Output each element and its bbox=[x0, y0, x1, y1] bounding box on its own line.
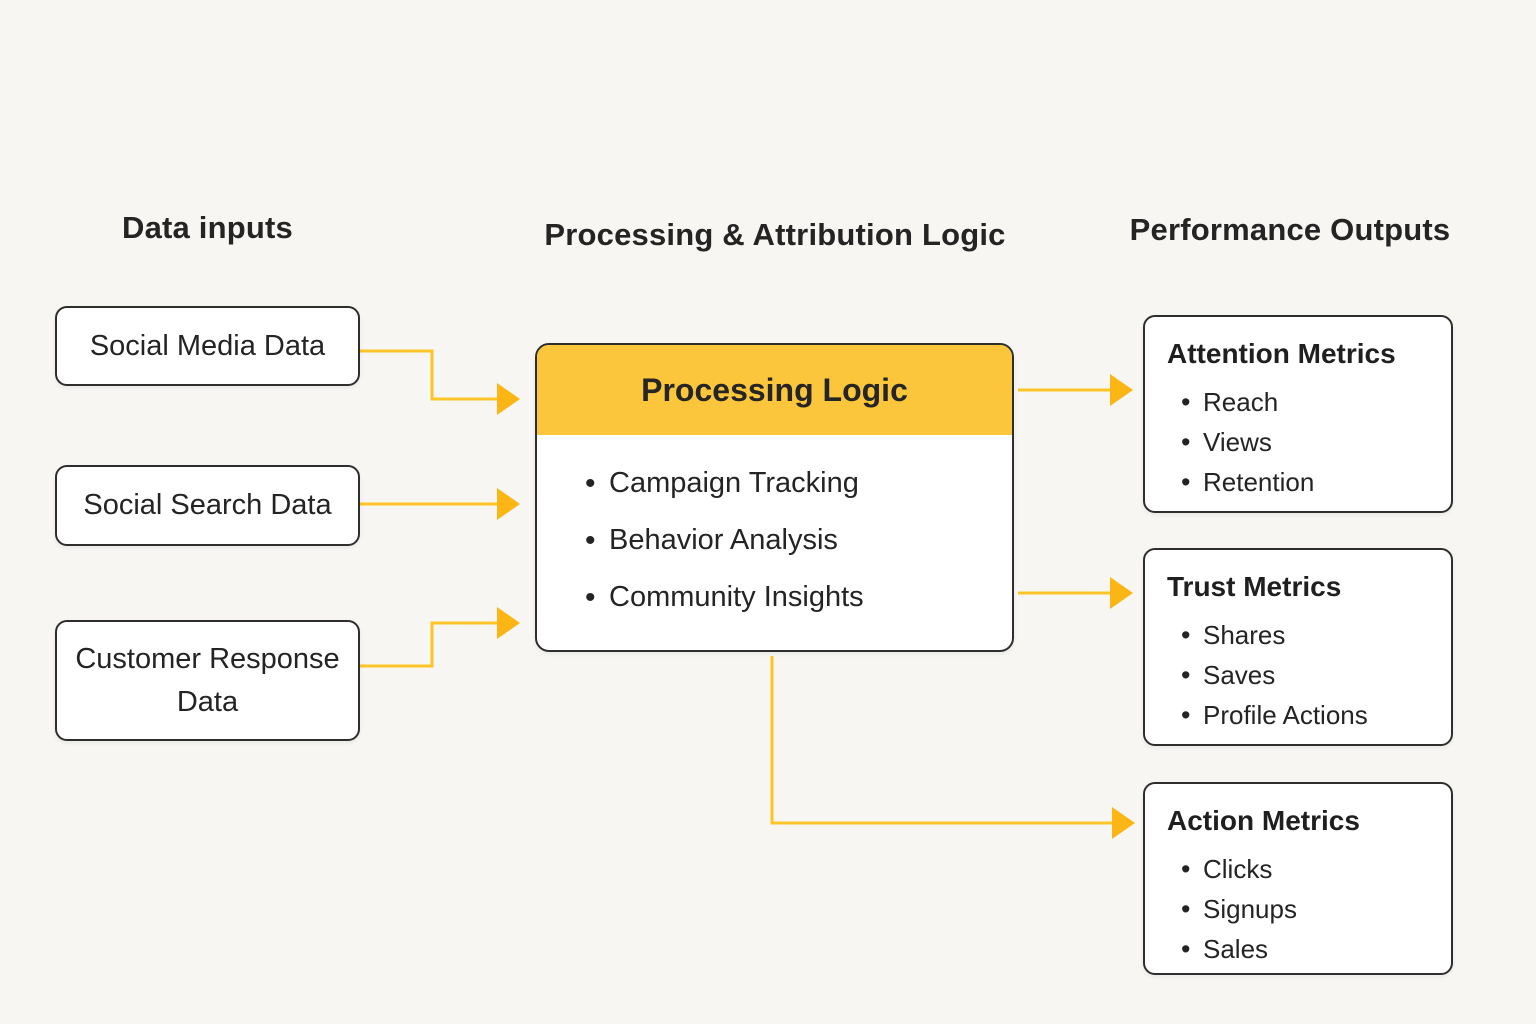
node-trust-metrics: Trust Metrics Shares Saves Profile Actio… bbox=[1143, 548, 1453, 746]
connector-social-media-to-processing bbox=[360, 349, 520, 415]
node-social-media-data: Social Media Data bbox=[55, 306, 360, 386]
arrowhead-icon bbox=[497, 607, 520, 639]
list-item: Views bbox=[1181, 422, 1435, 462]
trust-metrics-item-list: Shares Saves Profile Actions bbox=[1167, 615, 1435, 735]
list-item: Shares bbox=[1181, 615, 1435, 655]
node-label: Social Media Data bbox=[89, 329, 326, 362]
node-social-search-data: Social Search Data bbox=[55, 465, 360, 546]
node-label: Customer Response Data bbox=[75, 643, 340, 718]
list-item: Campaign Tracking bbox=[585, 455, 1012, 512]
list-item: Profile Actions bbox=[1181, 695, 1435, 735]
column-header-processing-attribution-logic: Processing & Attribution Logic bbox=[544, 217, 1006, 252]
list-item: Saves bbox=[1181, 655, 1435, 695]
connector-processing-to-action-metrics bbox=[770, 656, 1135, 839]
node-action-metrics: Action Metrics Clicks Signups Sales bbox=[1143, 782, 1453, 975]
list-item: Community Insights bbox=[585, 569, 1012, 626]
arrowhead-icon bbox=[1110, 577, 1133, 609]
arrowhead-icon bbox=[1110, 374, 1133, 406]
attention-metrics-item-list: Reach Views Retention bbox=[1167, 382, 1435, 502]
connector-processing-to-trust-metrics bbox=[1018, 577, 1133, 609]
arrowhead-icon bbox=[497, 383, 520, 415]
connector-processing-to-attention-metrics bbox=[1018, 374, 1133, 406]
node-title: Attention Metrics bbox=[1167, 338, 1396, 369]
connector-customer-response-to-processing bbox=[360, 607, 520, 668]
list-item: Signups bbox=[1181, 889, 1435, 929]
node-title: Trust Metrics bbox=[1167, 571, 1342, 602]
action-metrics-item-list: Clicks Signups Sales bbox=[1167, 849, 1435, 969]
list-item: Behavior Analysis bbox=[585, 512, 1012, 569]
arrowhead-icon bbox=[497, 488, 520, 520]
processing-logic-item-list: Campaign Tracking Behavior Analysis Comm… bbox=[537, 435, 1012, 626]
column-header-performance-outputs: Performance Outputs bbox=[1129, 212, 1451, 247]
node-title: Action Metrics bbox=[1167, 805, 1360, 836]
node-customer-response-data: Customer Response Data bbox=[55, 620, 360, 741]
list-item: Clicks bbox=[1181, 849, 1435, 889]
processing-logic-header: Processing Logic bbox=[537, 345, 1012, 435]
node-processing-logic: Processing Logic Campaign Tracking Behav… bbox=[535, 343, 1014, 652]
connector-social-search-to-processing bbox=[360, 488, 520, 520]
list-item: Retention bbox=[1181, 462, 1435, 502]
processing-logic-title: Processing Logic bbox=[641, 371, 908, 408]
list-item: Reach bbox=[1181, 382, 1435, 422]
list-item: Sales bbox=[1181, 929, 1435, 969]
node-label: Social Search Data bbox=[83, 489, 332, 522]
node-attention-metrics: Attention Metrics Reach Views Retention bbox=[1143, 315, 1453, 513]
column-header-data-inputs: Data inputs bbox=[122, 210, 293, 245]
arrowhead-icon bbox=[1112, 807, 1135, 839]
